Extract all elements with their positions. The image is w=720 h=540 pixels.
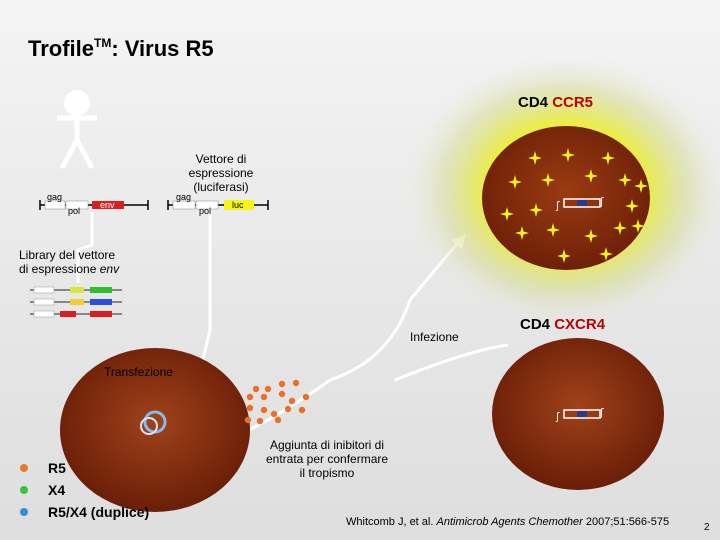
sparkle-icon [618,173,632,187]
sparkle-icon [625,199,639,213]
sparkle-icon [584,229,598,243]
sparkle-icon [528,151,542,165]
inhibitor-dot [288,397,296,405]
inhibitor-dot [298,406,306,414]
sparkle-icon [561,148,575,162]
inhibitor-dot [278,380,286,388]
luciferase-plasmid-icon-2: ʃ ʃ [555,406,604,423]
legend-item-x4: X4 [20,482,65,498]
cxcr4-label: CD4 CXCR4 [520,316,606,333]
sparkle-icon [601,151,615,165]
inhibitor-dot [256,417,264,425]
gag-label-2: gag [176,192,191,202]
env-label: env [100,200,115,210]
inhibitor-dot [302,393,310,401]
inhibitor-dot [246,404,254,412]
inhibitor-dot [252,385,260,393]
inhibitor-dot [246,393,254,401]
gag-label: gag [47,192,62,202]
person-icon [57,90,97,170]
inhibitor-dot [244,416,252,424]
inhibitor-dot [260,406,268,414]
legend-dot-icon [20,486,28,494]
sparkle-group [500,148,648,263]
sparkle-icon [500,207,514,221]
svg-text:ʃ: ʃ [555,410,560,423]
legend-dot-icon [20,508,28,516]
transfection-label: Transfezione [104,365,173,379]
sparkle-icon [613,221,627,235]
infection-label: Infezione [410,330,459,344]
sparkle-icon [599,247,613,261]
luciferase-plasmid-icon: ʃ ʃ [555,195,604,212]
luciferase-vector: gag pol luc [167,192,269,216]
sparkle-icon [508,175,522,189]
pol-label: pol [68,206,80,216]
inhibitor-dot [292,379,300,387]
pol-label-2: pol [199,206,211,216]
svg-text:ʃ: ʃ [599,195,604,208]
legend-item-r5: R5 [20,460,66,476]
inhibitor-group [244,379,310,425]
inhibitor-dot [270,410,278,418]
ccr5-cell [482,126,650,270]
sparkle-icon [634,179,648,193]
inhibitor-dot [284,405,292,413]
inhibitor-dot [274,416,282,424]
expression-vector-label: Vettore di espressione (luciferasi) [188,152,254,194]
legend-item-duplice: R5/X4 (duplice) [20,504,149,520]
svg-text:ʃ: ʃ [555,199,560,212]
legend-dot-icon [20,464,28,472]
plasmid-icon [140,410,167,435]
sparkle-icon [529,203,543,217]
svg-text:ʃ: ʃ [599,406,604,419]
sparkle-icon [546,223,560,237]
luc-label: luc [232,200,244,210]
sparkle-icon [515,226,529,240]
sparkle-icon [541,173,555,187]
env-library-icons [30,286,122,318]
inhibitors-label: Aggiunta di inibitori di entrata per con… [265,438,389,480]
inhibitor-dot [264,385,272,393]
citation: Whitcomb J, et al. Antimicrob Agents Che… [346,516,670,528]
inhibitor-dot [278,390,286,398]
sparkle-icon [557,249,571,263]
sparkle-icon [631,219,645,233]
slide-title: TrofileTM: Virus R5 [28,36,214,61]
sparkle-icon [584,169,598,183]
page-number: 2 [704,522,710,533]
ccr5-label: CD4 CCR5 [518,94,594,111]
inhibitor-dot [260,393,268,401]
gag-pol-env-vector: gag pol env [39,192,149,216]
